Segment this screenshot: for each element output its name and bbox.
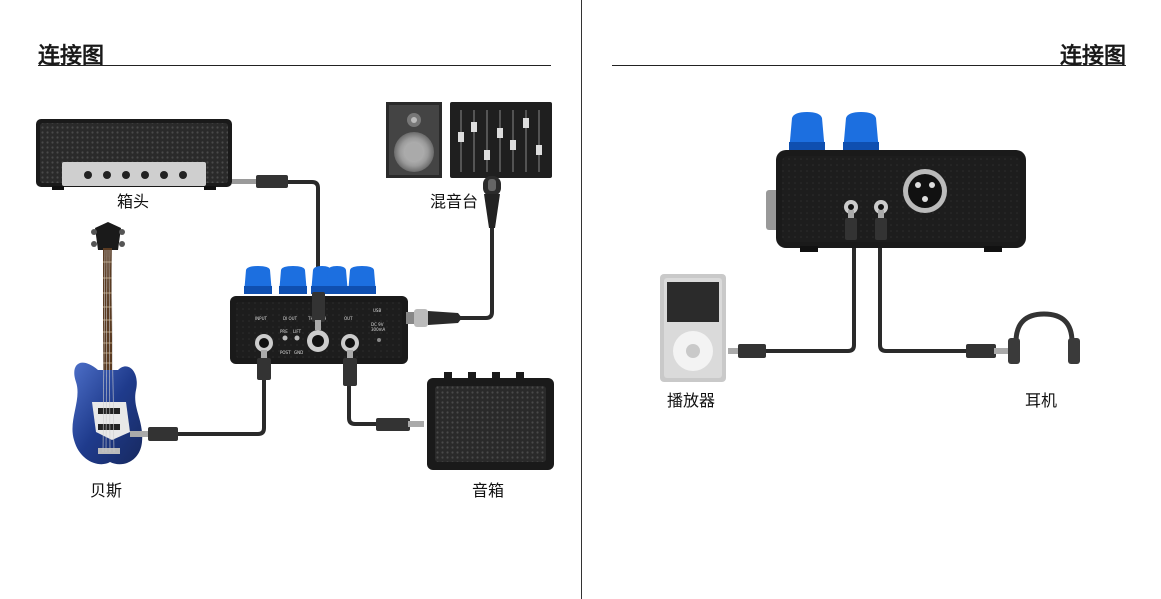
- pedal-jack-thru: [307, 330, 329, 352]
- pedal-jack-input: [255, 334, 273, 352]
- pedal-label-out: OUT: [344, 316, 353, 321]
- jack-plug-speaker: [376, 418, 424, 431]
- pedal-label-gnd: GND: [294, 350, 303, 355]
- jack-plug-headphones: [966, 344, 1008, 358]
- pedal-label-post: POST: [280, 350, 291, 355]
- cable-out-to-speaker: [349, 385, 378, 424]
- pedal-jack-out: [341, 334, 359, 352]
- pedal-label-dc-sub: 300mA: [371, 327, 386, 332]
- studio-monitor: [386, 102, 442, 178]
- jack-plug-player: [728, 344, 766, 358]
- label-bass: 贝斯: [90, 477, 122, 501]
- cable-device-to-headphones: [880, 236, 970, 351]
- label-speaker: 音箱: [472, 477, 504, 501]
- xlr-socket: [903, 169, 947, 213]
- label-amp-head: 箱头: [117, 188, 149, 212]
- pedal-label-lift: LIFT: [293, 329, 302, 334]
- pedal-label-di-out: DI OUT: [283, 316, 298, 321]
- speaker-cabinet: [427, 372, 554, 470]
- pedal-label-usb: USB: [373, 308, 381, 313]
- headphone-amp-device: [766, 112, 1026, 252]
- cables-right: [760, 236, 970, 351]
- xlr-plug: [406, 309, 462, 327]
- label-mixer: 混音台: [430, 188, 478, 212]
- mixer-console: [450, 102, 552, 178]
- cable-xlr-to-mic: [460, 228, 492, 318]
- microphone: [483, 176, 501, 228]
- pedal-label-input: INPUT: [255, 316, 268, 321]
- bass-guitar: [72, 222, 142, 464]
- label-headphones: 耳机: [1025, 387, 1057, 411]
- amp-head: [36, 119, 232, 190]
- cable-player-to-device: [760, 236, 854, 351]
- media-player: [660, 274, 726, 382]
- headphones: [1008, 314, 1080, 364]
- label-player: 播放器: [667, 387, 715, 411]
- jack-plug-amp-head: [232, 175, 288, 188]
- cable-bass-to-input: [175, 372, 264, 434]
- pedal-label-pre: PRE: [280, 329, 288, 334]
